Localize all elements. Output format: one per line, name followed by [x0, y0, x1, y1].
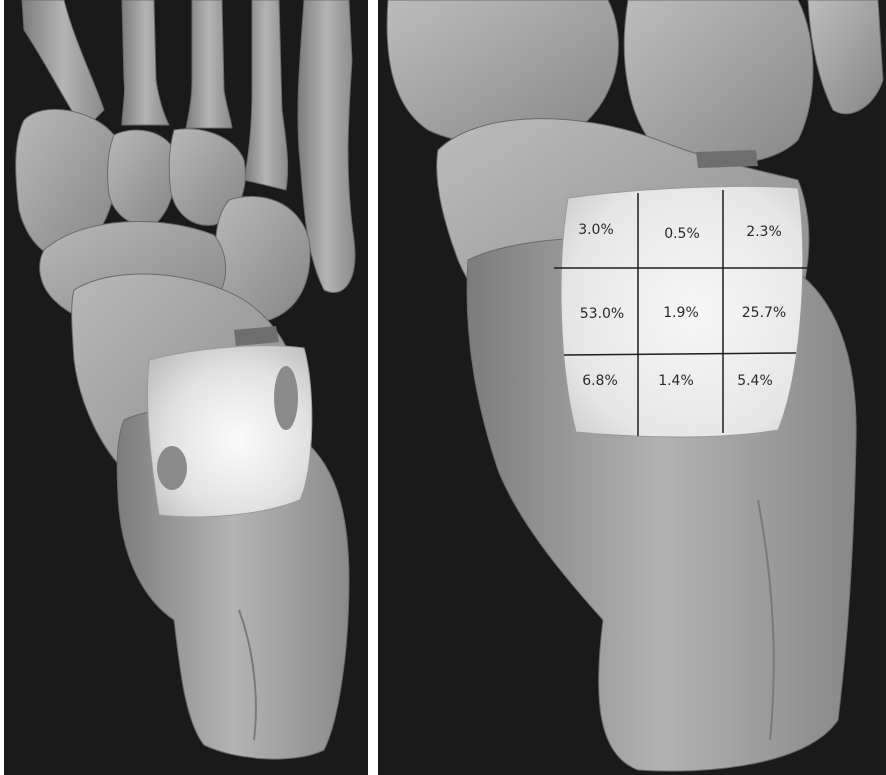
cell-label-r1c2: 0.5% [664, 226, 700, 242]
graft-block [147, 326, 311, 517]
cell-label-r2c2: 1.9% [663, 305, 699, 321]
cell-label-r3c3: 5.4% [737, 373, 773, 389]
right-foot-illustration: 3.0% 0.5% 2.3% 53.0% 1.9% 25.7% 6.8% 1.4… [378, 0, 886, 775]
screw-hole [157, 446, 187, 490]
screw-hole [274, 366, 298, 430]
cell-label-r2c1: 53.0% [580, 306, 624, 322]
cell-label-r2c3: 25.7% [742, 305, 786, 321]
cell-label-r3c1: 6.8% [582, 373, 618, 389]
cell-label-r1c3: 2.3% [746, 224, 782, 240]
right-foot-model-panel: 3.0% 0.5% 2.3% 53.0% 1.9% 25.7% 6.8% 1.4… [378, 0, 886, 775]
cell-label-r1c1: 3.0% [578, 222, 614, 238]
panel-divider [368, 0, 378, 775]
left-foot-illustration [4, 0, 368, 775]
left-foot-model-panel [4, 0, 368, 775]
cell-label-r3c2: 1.4% [658, 373, 694, 389]
